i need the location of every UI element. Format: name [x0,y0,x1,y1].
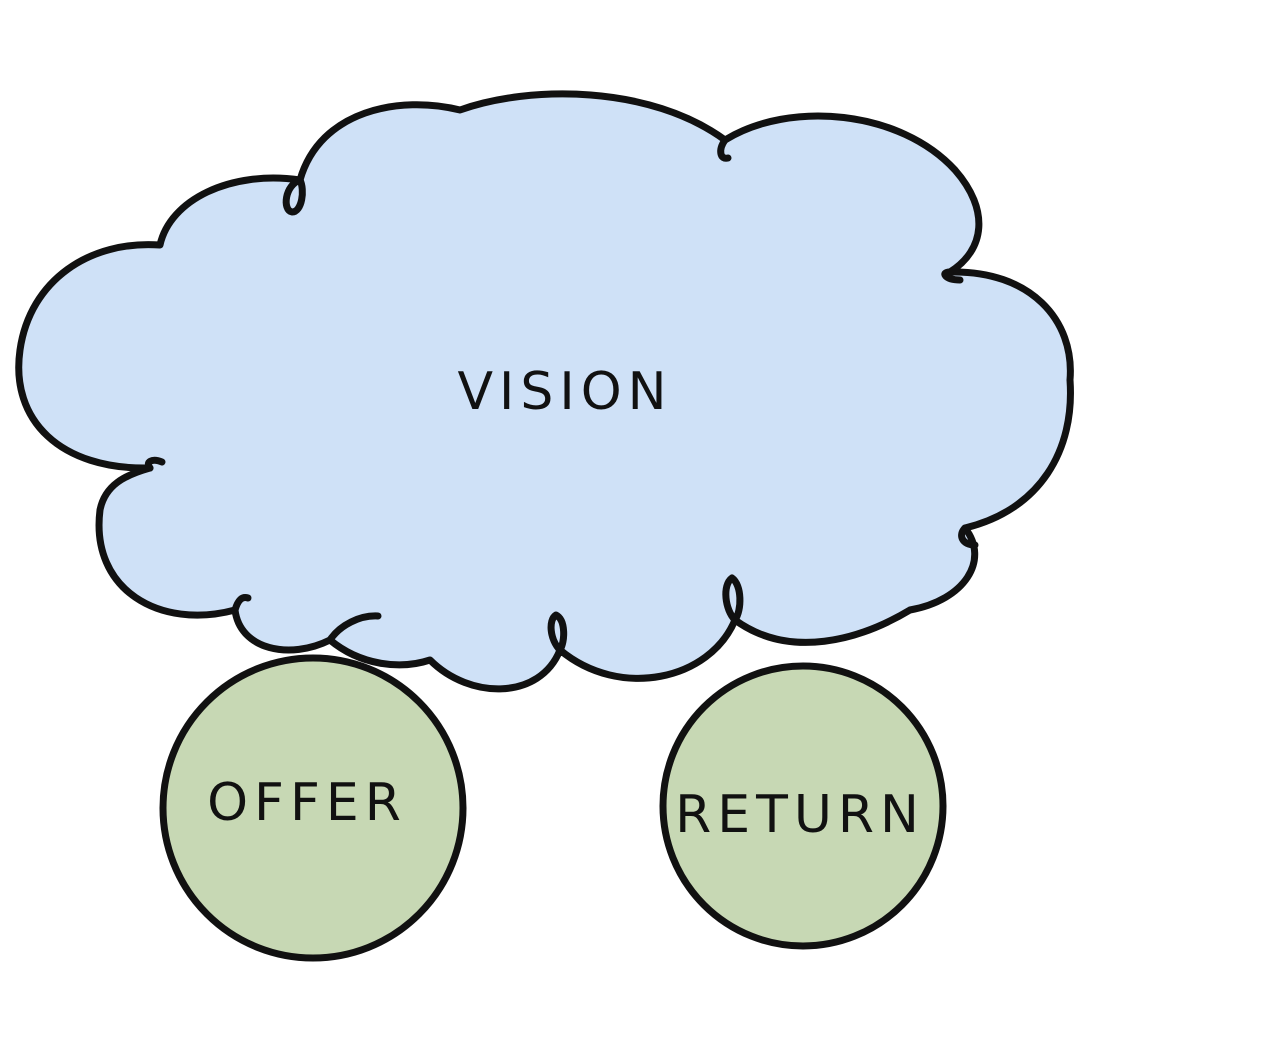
vision-label: VISION [457,362,672,422]
return-circle [659,662,947,950]
offer-circle [159,654,467,962]
offer-label: OFFER [207,773,407,833]
return-label: RETURN [675,785,925,845]
vision-cloud [15,90,1074,693]
